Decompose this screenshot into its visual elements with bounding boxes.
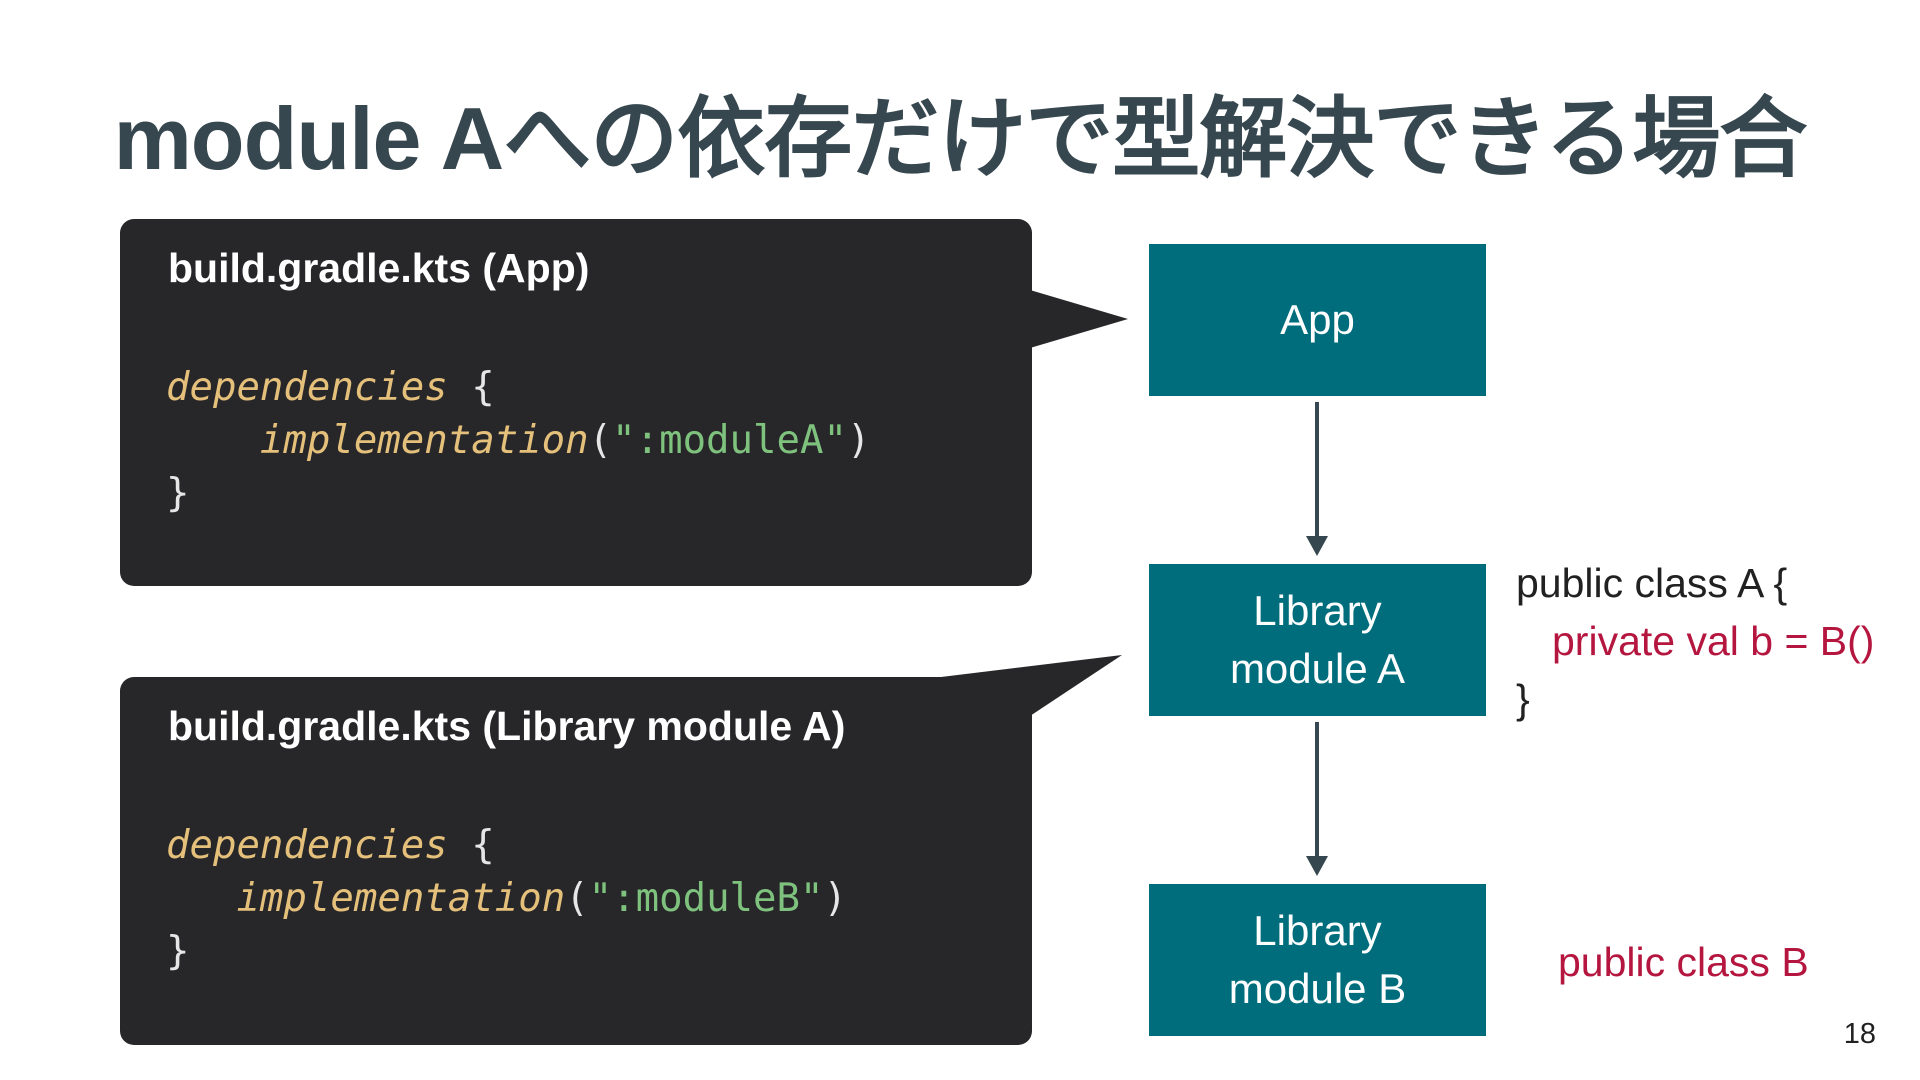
code-string: ":moduleA"	[612, 418, 847, 463]
node-label-line1: Library	[1253, 907, 1382, 954]
node-label-line2: module B	[1228, 965, 1407, 1012]
callout-app-build-gradle: build.gradle.kts (App) dependencies { im…	[120, 219, 1032, 586]
class-a-line1: public class A {	[1516, 560, 1788, 606]
code-keyword: implementation	[259, 418, 589, 463]
code-brace: {	[447, 365, 495, 410]
code-brace: }	[166, 929, 190, 974]
node-label-line2: module A	[1229, 645, 1406, 692]
callout-module-a-build-gradle: build.gradle.kts (Library module A) depe…	[120, 677, 1032, 1045]
code-string: ":moduleB"	[588, 876, 824, 921]
arrowhead-icon	[1306, 856, 1328, 876]
class-b-snippet: public class B	[1558, 939, 1809, 985]
node-label: App	[1280, 296, 1355, 343]
node-app: App	[1149, 244, 1486, 396]
code-brace: {	[447, 823, 495, 868]
callout-title: build.gradle.kts (Library module A)	[168, 703, 846, 749]
code-paren: )	[846, 418, 871, 463]
class-a-snippet: public class A { private val b = B() }	[1516, 554, 1874, 728]
arrowhead-icon	[1306, 536, 1328, 556]
node-library-module-a: Library module A	[1149, 564, 1486, 716]
slide-title: module Aへの依存だけで型解決できる場合	[113, 89, 1808, 188]
code-paren: (	[588, 418, 613, 463]
node-library-module-b: Library module B	[1149, 884, 1486, 1036]
node-label-line1: Library	[1253, 587, 1382, 634]
code-keyword: implementation	[236, 876, 566, 921]
callout-app-pointer	[1030, 290, 1128, 348]
code-block: dependencies { implementation(":moduleB"…	[166, 819, 847, 978]
class-a-line3: }	[1516, 676, 1530, 722]
class-a-line2: private val b = B()	[1552, 618, 1875, 664]
page-number: 18	[1843, 1018, 1876, 1050]
code-brace: }	[166, 471, 190, 516]
callout-title: build.gradle.kts (App)	[168, 245, 590, 291]
code-paren: (	[565, 876, 589, 921]
code-block: dependencies { implementation(":moduleA"…	[166, 361, 870, 520]
code-keyword: dependencies	[166, 823, 448, 868]
code-keyword: dependencies	[166, 365, 448, 410]
code-paren: )	[823, 876, 847, 921]
